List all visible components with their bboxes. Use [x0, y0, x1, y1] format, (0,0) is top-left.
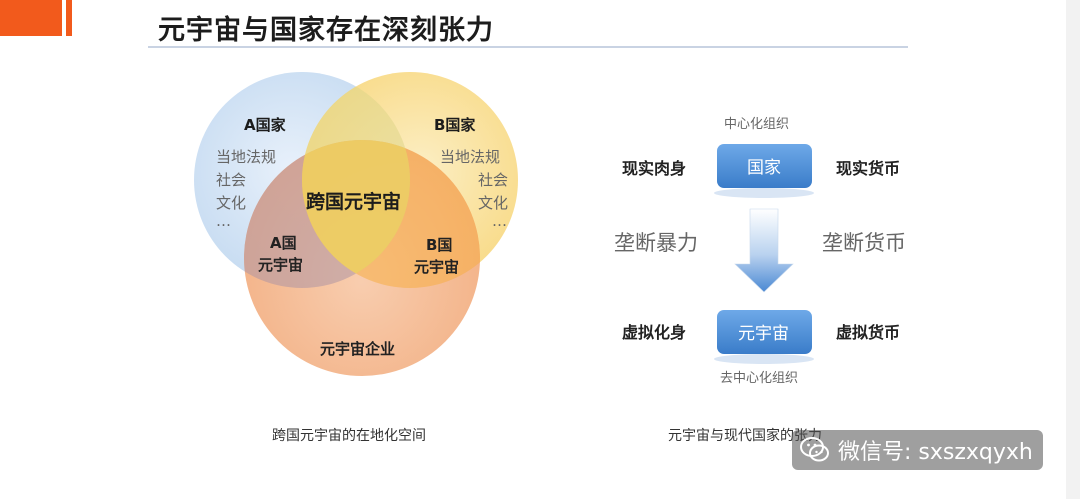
- wechat-watermark: 微信号: sxszxqyxh: [792, 430, 1043, 470]
- flow-caption: 元宇宙与现代国家的张力: [668, 427, 822, 444]
- a-metaverse-label-line2: 元宇宙: [258, 256, 303, 274]
- mid-left-label: 垄断暴力: [614, 231, 698, 255]
- accent-bar: [0, 0, 62, 36]
- circle-a-item: 当地法规: [216, 148, 276, 166]
- box-metaverse-shadow: [714, 354, 814, 364]
- accent-bar-thin: [66, 0, 72, 36]
- venn-diagram: [194, 72, 518, 376]
- box-country: [717, 144, 812, 188]
- circle-a-item: 社会: [216, 171, 246, 189]
- flow-diagram: 中心化组织 国家 现实肉身 现实货币 垄断暴力 垄断货币 元宇宙 虚拟化身 虚拟…: [614, 117, 906, 444]
- circle-b-item: 社会: [478, 171, 508, 189]
- a-metaverse-label-line1: A国: [270, 234, 297, 252]
- down-arrow: [734, 208, 794, 293]
- bottom-label: 元宇宙企业: [320, 340, 395, 358]
- center-label: 跨国元宇宙: [306, 190, 401, 213]
- top-right-label: 现实货币: [836, 159, 900, 178]
- box-metaverse-label: 元宇宙: [738, 324, 789, 344]
- box-country-label: 国家: [747, 158, 781, 178]
- bottom-left-label: 虚拟化身: [622, 323, 686, 342]
- top-caption: 中心化组织: [724, 117, 789, 132]
- circle-a-item: …: [216, 212, 231, 230]
- mid-right-label: 垄断货币: [822, 231, 906, 255]
- bottom-caption: 去中心化组织: [720, 371, 798, 386]
- page-edge: [1066, 0, 1080, 499]
- wechat-id: 微信号: sxszxqyxh: [838, 440, 1033, 465]
- wechat-icon: [800, 437, 829, 462]
- circle-a-item: 文化: [216, 194, 246, 212]
- circle-a-title: A国家: [244, 116, 286, 134]
- b-metaverse-label-line2: 元宇宙: [414, 258, 459, 276]
- venn-caption: 跨国元宇宙的在地化空间: [272, 428, 426, 444]
- bottom-right-label: 虚拟货币: [836, 323, 900, 342]
- top-left-label: 现实肉身: [622, 159, 686, 178]
- circle-b-item: 文化: [478, 194, 508, 212]
- circle-b-item: 当地法规: [440, 148, 500, 166]
- box-country-shadow: [714, 188, 814, 198]
- page-title: 元宇宙与国家存在深刻张力: [158, 15, 494, 46]
- circle-b-item: …: [492, 212, 507, 230]
- circle-b-title: B国家: [434, 116, 475, 134]
- title-divider: [148, 46, 908, 48]
- box-metaverse: [717, 310, 812, 354]
- b-metaverse-label-line1: B国: [426, 236, 452, 254]
